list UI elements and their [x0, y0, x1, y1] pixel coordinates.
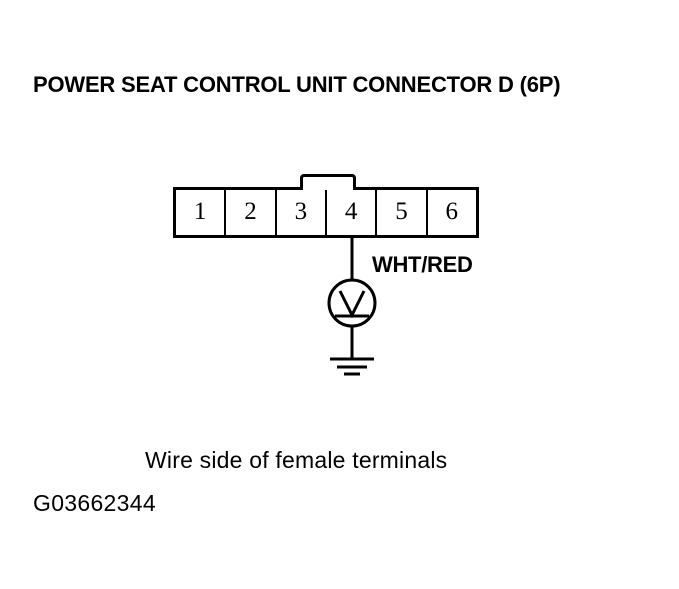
figure-caption: Wire side of female terminals — [145, 447, 448, 473]
connector-assembly: 1 2 3 4 5 6 — [173, 174, 479, 238]
connector-pin-1[interactable]: 1 — [176, 190, 227, 235]
pin-number-label: 5 — [395, 198, 408, 225]
pin-number-label: 2 — [244, 198, 257, 225]
connector-pin-5[interactable]: 5 — [377, 190, 428, 235]
figure-reference-code: G03662344 — [33, 490, 156, 516]
connector-pin-6[interactable]: 6 — [428, 190, 476, 235]
connector-pin-row: 1 2 3 4 5 6 — [173, 187, 479, 238]
wire-color-label: WHT/RED — [372, 252, 473, 277]
page-title: POWER SEAT CONTROL UNIT CONNECTOR D (6P) — [33, 72, 561, 97]
connector-pin-2[interactable]: 2 — [226, 190, 277, 235]
voltmeter-circle — [327, 278, 377, 328]
pin-number-label: 3 — [294, 198, 308, 225]
connector-pin-3[interactable]: 3 — [277, 190, 327, 235]
pin-number-label: 4 — [344, 198, 358, 225]
pin-number-label: 6 — [445, 198, 459, 225]
pin-number-label: 1 — [193, 198, 207, 225]
connector-locking-tab — [300, 174, 356, 190]
voltmeter-v-glyph — [338, 290, 366, 319]
connector-pin-4[interactable]: 4 — [327, 190, 378, 235]
